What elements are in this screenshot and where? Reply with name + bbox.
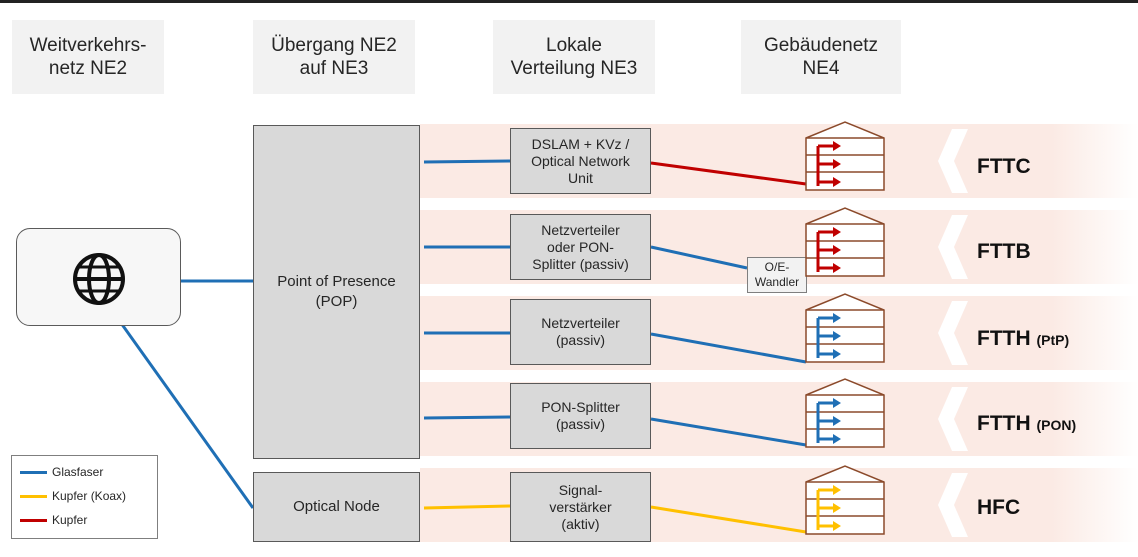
legend-swatch	[20, 519, 47, 522]
legend-item-kupfer: Kupfer	[12, 512, 152, 528]
label-main: HFC	[977, 496, 1021, 519]
house-outline	[805, 121, 885, 191]
house-icon	[805, 378, 885, 448]
arrow-head	[833, 331, 841, 341]
house-outline	[805, 207, 885, 277]
fiber-internet-optical-node	[119, 322, 255, 509]
label-main: FTTB	[977, 240, 1031, 263]
legend-swatch	[20, 495, 47, 498]
legend-item-koax: Kupfer (Koax)	[12, 488, 152, 504]
label-sub: (PON)	[1036, 417, 1077, 433]
arrow-head	[833, 521, 841, 531]
chevron-icon	[938, 129, 968, 193]
arrow-head	[833, 159, 841, 169]
house-icon	[805, 121, 885, 191]
house-icon	[805, 465, 885, 535]
house-outline	[805, 293, 885, 363]
label-fttb: FTTB	[977, 237, 1031, 267]
dslam-box: DSLAM + KVz / Optical Network Unit	[510, 128, 651, 194]
fiber-netzverteiler-wandler	[650, 245, 748, 270]
house-icon	[805, 207, 885, 277]
arrow-head	[833, 434, 841, 444]
label-main: FTTH	[977, 327, 1031, 350]
legend-item-glasfaser: Glasfaser	[12, 464, 152, 480]
fiber-netzverteiler-house	[650, 332, 807, 364]
label-ftth-pon: FTTH (PON)	[977, 409, 1076, 439]
pon-splitter-box: PON-Splitter (passiv)	[510, 383, 651, 449]
fiber-pop-pon-splitter	[423, 415, 511, 420]
arrow-head	[833, 398, 841, 408]
label-main: FTTH	[977, 412, 1031, 435]
arrow-head	[833, 349, 841, 359]
arrow-head	[833, 177, 841, 187]
label-fttc: FTTC	[977, 152, 1031, 182]
arrow-head	[833, 263, 841, 273]
chevron-icon	[938, 215, 968, 279]
header-ne2: Weitverkehrs- netz NE2	[12, 20, 164, 94]
arrow-head	[833, 245, 841, 255]
arrow-head	[833, 503, 841, 513]
house-icon	[805, 293, 885, 363]
netzverteiler-pon-box: Netzverteiler oder PON- Splitter (passiv…	[510, 214, 651, 280]
chevron-icon	[938, 387, 968, 451]
arrow-head	[833, 485, 841, 495]
header-ne4: Gebäudenetz NE4	[741, 20, 901, 94]
chevron-icon	[938, 301, 968, 365]
globe-icon	[73, 253, 125, 305]
fiber-pon-house	[650, 417, 807, 447]
legend-label: Kupfer (Koax)	[52, 489, 127, 503]
header-ne3: Lokale Verteilung NE3	[493, 20, 655, 94]
arrow-head	[833, 227, 841, 237]
legend-swatch	[20, 471, 47, 474]
header-ne2-ne3: Übergang NE2 auf NE3	[253, 20, 415, 94]
label-ftth-ptp: FTTH (PtP)	[977, 324, 1069, 354]
top-rule	[0, 0, 1138, 3]
internet-cloud	[16, 228, 181, 326]
label-hfc: HFC	[977, 493, 1020, 523]
label-main: FTTC	[977, 155, 1031, 178]
chevron-icon	[938, 473, 968, 537]
netzverteiler-box: Netzverteiler (passiv)	[510, 299, 651, 365]
house-outline	[805, 378, 885, 448]
oe-wandler-box: O/E- Wandler	[747, 257, 807, 293]
legend-label: Kupfer	[52, 513, 88, 527]
optical-node-box: Optical Node	[253, 472, 420, 542]
arrow-head	[833, 141, 841, 151]
legend: Glasfaser Kupfer (Koax) Kupfer	[11, 455, 158, 539]
arrow-head	[833, 416, 841, 426]
copper-dslam-house	[650, 161, 807, 186]
label-sub: (PtP)	[1036, 332, 1070, 348]
signalverstaerker-box: Signal- verstärker (aktiv)	[510, 472, 651, 542]
legend-label: Glasfaser	[52, 465, 104, 479]
coax-amplifier-house	[650, 505, 807, 534]
house-outline	[805, 465, 885, 535]
point-of-presence-box: Point of Presence (POP)	[253, 125, 420, 459]
arrow-head	[833, 313, 841, 323]
fiber-pop-dslam	[423, 159, 511, 164]
coax-node-amplifier	[423, 504, 511, 510]
